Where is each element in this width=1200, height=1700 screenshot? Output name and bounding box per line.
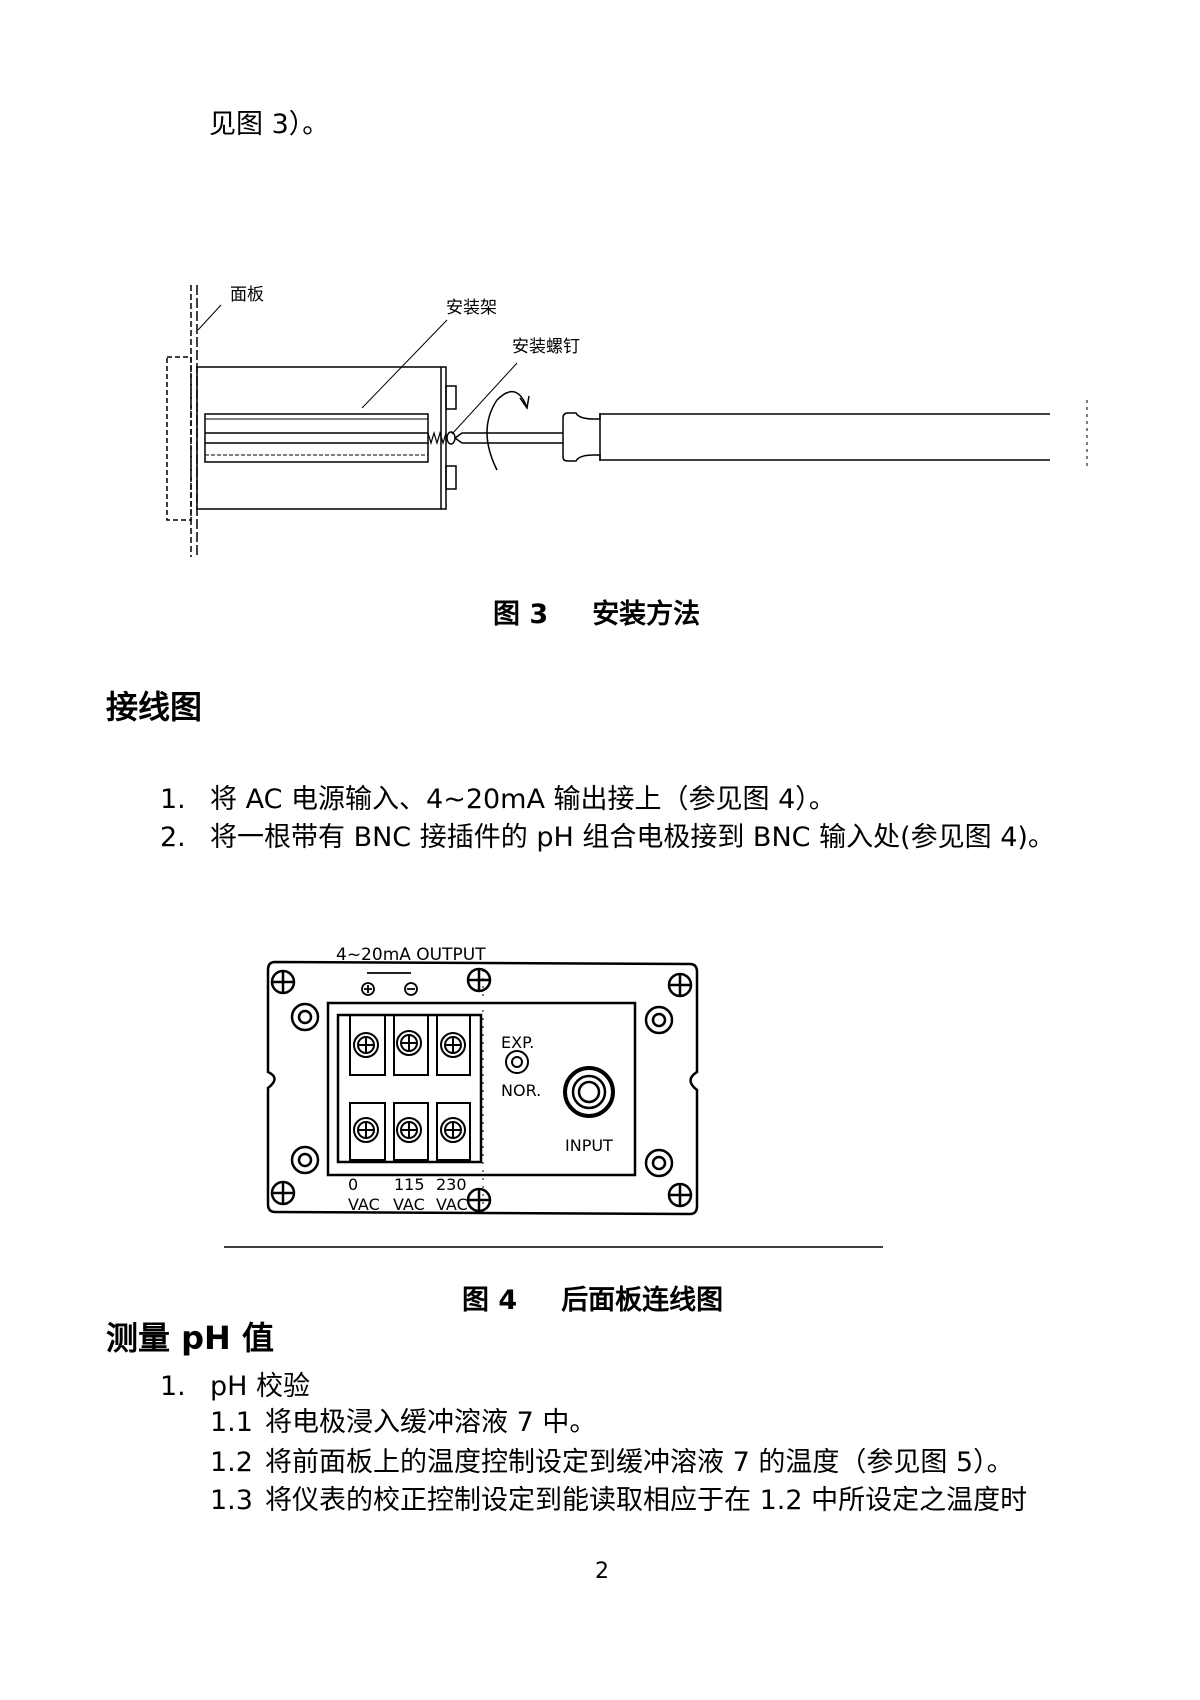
figure-4-caption: 图 4 后面板连线图 (462, 1284, 767, 1318)
label-panel: 面板 (230, 285, 264, 305)
voltage-230: 230 (436, 1175, 467, 1194)
knob (445, 385, 457, 410)
list-item-number: 2. (160, 822, 186, 853)
input-label: INPUT (565, 1136, 613, 1155)
rear-plate (266, 960, 699, 1216)
list-item: pH 校验 (210, 1371, 311, 1402)
caption-title: 安装方法 (592, 599, 701, 630)
screw-thread (427, 430, 447, 446)
knob (445, 465, 457, 490)
sub-item-number: 1.3 (210, 1485, 253, 1516)
sub-item: 将仪表的校正控制设定到能读取相应于在 1.2 中所设定之温度时 (265, 1485, 1028, 1516)
exp-nor-switch (505, 1050, 529, 1074)
intro-tail-text: 见图 3）。 (209, 109, 330, 140)
nor-label: NOR. (501, 1081, 541, 1100)
vac-label: VAC (393, 1195, 425, 1214)
figure-4-rear-panel-diagram: 4~20mA OUTPUT EXP. NOR. INPUT 0 115 230 … (224, 945, 883, 1248)
sub-item: 将前面板上的温度控制设定到缓冲溶液 7 的温度（参见图 5）。 (265, 1447, 1014, 1478)
sub-item: 将电极浸入缓冲溶液 7 中。 (265, 1407, 597, 1438)
section-heading-wiring: 接线图 (106, 688, 203, 726)
caption-title: 后面板连线图 (561, 1285, 724, 1316)
exp-label: EXP. (501, 1033, 534, 1052)
voltage-0: 0 (348, 1175, 358, 1194)
page-number: 2 (595, 1559, 609, 1584)
inner-panel (326, 1001, 637, 1177)
bnc-input-connector (563, 1066, 615, 1118)
terminals (349, 1014, 471, 1161)
figure-3-installation-diagram (166, 285, 1088, 557)
voltage-115: 115 (394, 1175, 425, 1194)
sub-item-number: 1.2 (210, 1447, 253, 1478)
caption-number: 图 4 (462, 1285, 518, 1316)
output-polarity (361, 972, 418, 996)
screwdriver (454, 432, 563, 444)
label-bracket: 安装架 (446, 298, 497, 318)
mounting-holes (290, 1002, 674, 1178)
figure-3-caption: 图 3 安装方法 (493, 598, 744, 632)
corner-screws (270, 967, 693, 1213)
mounting-rail (204, 413, 429, 463)
label-screw: 安装螺钉 (512, 337, 580, 357)
section-heading-measure-ph: 测量 pH 值 (106, 1319, 274, 1357)
housing (196, 366, 447, 510)
rotation-arrow (486, 391, 528, 471)
sub-item-number: 1.1 (210, 1407, 253, 1438)
bezel-outline (166, 356, 192, 521)
vac-label: VAC (348, 1195, 380, 1214)
list-item: 将 AC 电源输入、4~20mA 输出接上（参见图 4）。 (210, 784, 836, 815)
list-item: 将一根带有 BNC 接插件的 pH 组合电极接到 BNC 输入处(参见图 4)。 (210, 822, 1055, 853)
caption-number: 图 3 (493, 599, 549, 630)
list-item-number: 1. (160, 784, 186, 815)
list-item-number: 1. (160, 1371, 186, 1402)
vac-label: VAC (436, 1195, 468, 1214)
output-label: 4~20mA OUTPUT (336, 945, 486, 965)
